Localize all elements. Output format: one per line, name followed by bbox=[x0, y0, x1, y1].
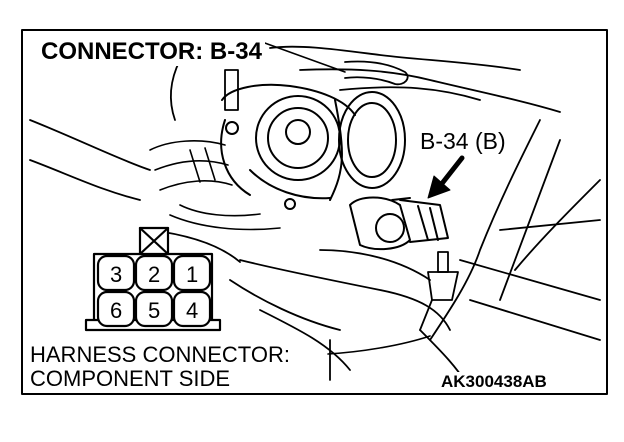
pin-1: 1 bbox=[186, 262, 199, 287]
caption-line-1: HARNESS CONNECTOR: bbox=[30, 342, 294, 368]
diagram-frame bbox=[21, 29, 608, 395]
caption-line-2: COMPONENT SIDE bbox=[30, 366, 235, 392]
arrow-shaft bbox=[437, 155, 465, 189]
bracket-stud bbox=[419, 251, 459, 331]
pin-4: 4 bbox=[186, 298, 199, 323]
pin-3: 3 bbox=[110, 262, 123, 287]
pin-2: 2 bbox=[148, 262, 161, 287]
connector-title: CONNECTOR: B-34 bbox=[38, 38, 265, 66]
pin-6: 6 bbox=[110, 298, 123, 323]
figure-code: AK300438AB bbox=[438, 372, 550, 392]
pin-5: 5 bbox=[148, 298, 161, 323]
wiring-bundle bbox=[149, 140, 281, 231]
connector-face bbox=[84, 226, 222, 332]
caption-leader-line bbox=[327, 335, 431, 355]
title-leader-line bbox=[261, 41, 346, 73]
throttle-body bbox=[220, 83, 406, 210]
engine-lines bbox=[29, 45, 601, 391]
arrow-head-icon bbox=[427, 175, 451, 199]
connector-callout: B-34 (B) bbox=[418, 128, 508, 155]
b34-sensor-connector bbox=[349, 196, 449, 251]
